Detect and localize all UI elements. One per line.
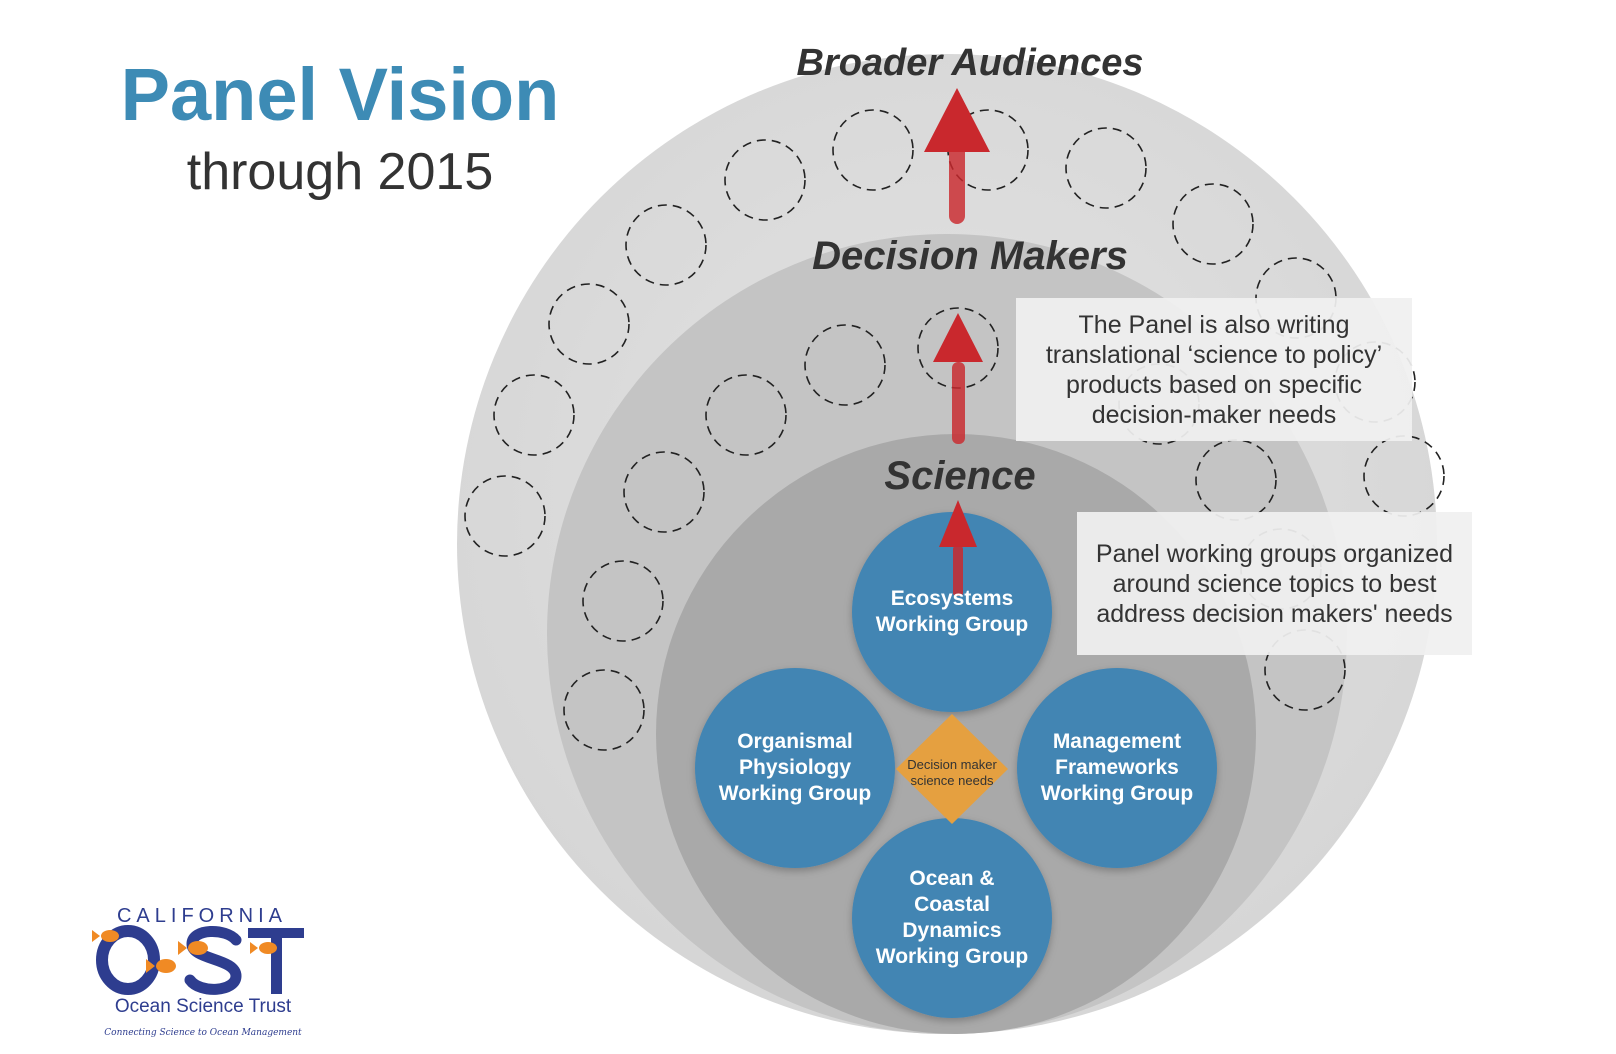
decision-maker-needs-label: Decision maker science needs bbox=[907, 757, 997, 788]
decision-needs-diamond bbox=[896, 714, 1008, 824]
audience-circle bbox=[804, 324, 886, 406]
audience-circle bbox=[1065, 127, 1147, 209]
audience-circle bbox=[464, 475, 546, 557]
audience-circle bbox=[563, 669, 645, 751]
arrow-to-broader-audiences bbox=[924, 88, 990, 224]
logo-letter-t-stem bbox=[271, 928, 282, 994]
arrow-to-decision-makers bbox=[933, 313, 983, 444]
audience-circle bbox=[724, 139, 806, 221]
ecosystems-circle bbox=[852, 512, 1052, 712]
audience-circle bbox=[623, 451, 705, 533]
organismal-physiology-working-group-label: Organismal Physiology Working Group bbox=[718, 730, 872, 805]
logo-state-text: CALIFORNIA bbox=[116, 905, 288, 927]
arrow-to-science bbox=[939, 500, 977, 596]
broader-audiences-label: Broader Audiences bbox=[796, 42, 1144, 84]
logo-name-text: Ocean Science Trust bbox=[114, 996, 292, 1017]
logo-tagline: Connecting Science to Ocean Management bbox=[104, 1028, 302, 1038]
audience-circle bbox=[705, 374, 787, 456]
science-label: Science bbox=[884, 454, 1036, 498]
ocean-coastal-circle bbox=[852, 818, 1052, 1018]
audience-circle bbox=[625, 204, 707, 286]
audience-circle bbox=[548, 283, 630, 365]
decision-makers-label: Decision Makers bbox=[812, 234, 1128, 278]
page-title: Panel Vision bbox=[120, 53, 560, 136]
logo-letter-o bbox=[96, 925, 160, 995]
audience-circle bbox=[832, 109, 914, 191]
page-subtitle: through 2015 bbox=[186, 143, 494, 201]
audience-circle bbox=[1172, 183, 1254, 265]
ocean-coastal-dynamics-working-group-label: Ocean & Coastal Dynamics Working Group bbox=[875, 867, 1029, 968]
logo-letter-s bbox=[184, 925, 242, 995]
translational-products-note: The Panel is also writing translational … bbox=[1016, 298, 1412, 441]
logo-fish-icons bbox=[92, 930, 277, 973]
management-circle bbox=[1017, 668, 1217, 868]
working-groups-note: Panel working groups organized around sc… bbox=[1077, 512, 1472, 655]
ecosystems-working-group-label: Ecosystems Working Group bbox=[875, 587, 1029, 636]
audience-circle bbox=[582, 560, 664, 642]
management-frameworks-working-group-label: Management Frameworks Working Group bbox=[1040, 730, 1194, 805]
ost-logo bbox=[92, 925, 304, 995]
audience-circle bbox=[493, 374, 575, 456]
organismal-circle bbox=[695, 668, 895, 868]
